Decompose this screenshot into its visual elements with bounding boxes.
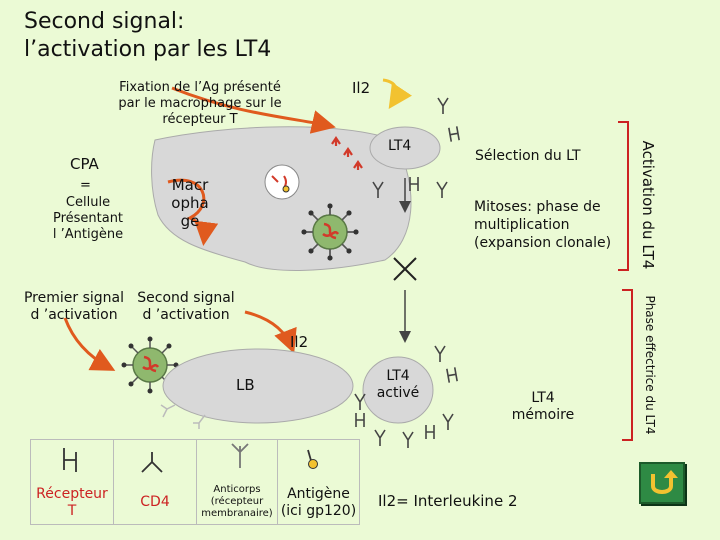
- second-signal-label: Second signal d ’activation: [137, 290, 235, 323]
- cpa-definition: Cellule Présentant l ’Antigène: [52, 195, 124, 242]
- page-title: Second signal: l’activation par les LT4: [24, 9, 272, 62]
- legend-table: Récepteur T CD4 Anticorps (récepteur mem…: [30, 439, 360, 525]
- lt4-cell: [369, 126, 441, 170]
- premier-signal-label: Premier signal d ’activation: [23, 290, 125, 323]
- lt4-label: LT4: [388, 138, 412, 154]
- cpa-equals: =: [80, 178, 91, 193]
- selection-label: Sélection du LT: [475, 148, 581, 164]
- legend-anticorps: Anticorps (récepteur membranaire): [196, 439, 278, 525]
- lt4-active-label: LT4 activé: [376, 368, 420, 401]
- legend-cd4: CD4: [113, 439, 197, 525]
- legend-antigene: Antigène (ici gp120): [277, 439, 360, 525]
- activation-lt4-label: Activation du LT4: [639, 140, 657, 270]
- phase-effectrice-label: Phase effectrice du LT4: [643, 295, 657, 435]
- lt4-memoire-label: LT4 mémoire: [511, 390, 575, 423]
- il2-mid-label: Il2: [290, 333, 309, 351]
- macrophage-label: Macr opha ge: [171, 176, 209, 230]
- il2-arrow: [382, 78, 412, 109]
- il2-top-label: Il2: [352, 79, 371, 97]
- lb-label: LB: [236, 376, 255, 394]
- return-button[interactable]: [639, 462, 685, 504]
- lt4-active-cell: [362, 356, 434, 424]
- il2-definition: Il2= Interleukine 2: [378, 492, 518, 510]
- vesicle: [264, 164, 300, 200]
- u-turn-icon: [651, 470, 678, 494]
- legend-recepteur: Récepteur T: [30, 439, 114, 525]
- lb-cell: [162, 348, 354, 424]
- cpa-label: CPA: [70, 155, 99, 173]
- macrophage-arrow: [167, 178, 219, 246]
- antigen-fragments: [331, 136, 363, 170]
- mitoses-label: Mitoses: phase de multiplication (expans…: [474, 199, 612, 251]
- premier-signal-arrow: [171, 86, 336, 134]
- fixation-label: Fixation de l’Ag présenté par le macroph…: [118, 80, 282, 127]
